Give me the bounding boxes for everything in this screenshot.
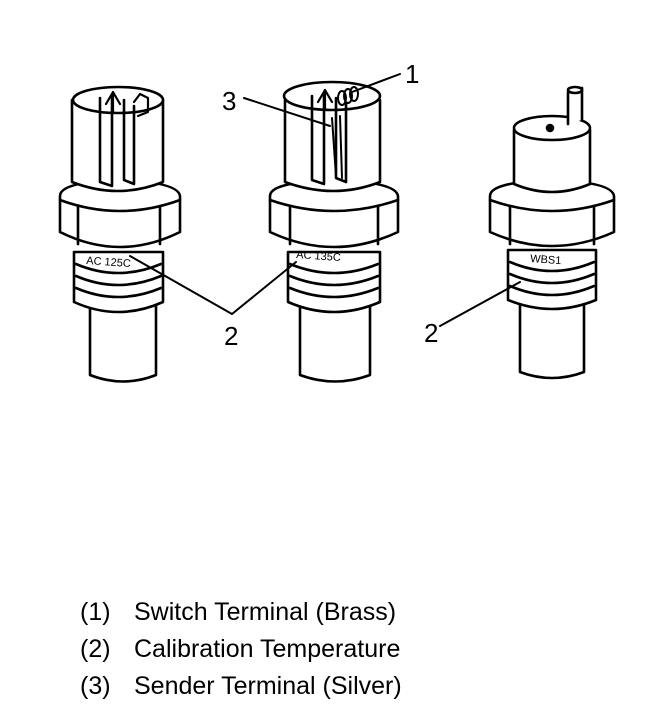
right-stamp: WBS1 <box>530 253 562 267</box>
legend: (1) Switch Terminal (Brass) (2) Calibratio… <box>80 594 402 705</box>
left-sensor: AC 125C <box>58 85 182 383</box>
leader-2-right <box>439 281 521 327</box>
leader-3 <box>243 97 331 127</box>
sensor-diagram: AC 125C AC 135C <box>58 59 616 383</box>
middle-stamp: AC 135C <box>296 249 341 264</box>
leader-2-left <box>129 255 233 315</box>
middle-sensor: AC 135C <box>268 80 400 383</box>
callout-1: 1 <box>405 59 419 89</box>
legend-text: Switch Terminal (Brass) <box>134 598 397 626</box>
leader-2-middle <box>231 261 297 315</box>
callout-3: 3 <box>222 86 236 116</box>
callout-2-center: 2 <box>224 321 238 351</box>
left-stamp: AC 125C <box>86 255 131 270</box>
legend-text: Calibration Temperature <box>134 635 401 663</box>
legend-item: (3) Sender Terminal (Silver) <box>80 668 402 705</box>
right-sensor: WBS1 <box>488 85 616 380</box>
leader-1 <box>351 73 401 93</box>
callout-2-right: 2 <box>424 318 438 348</box>
legend-number: (2) <box>80 635 111 663</box>
legend-item: (2) Calibration Temperature <box>80 631 402 668</box>
legend-number: (1) <box>80 598 111 626</box>
legend-item: (1) Switch Terminal (Brass) <box>80 594 402 631</box>
legend-number: (3) <box>80 672 111 700</box>
legend-text: Sender Terminal (Silver) <box>134 672 402 700</box>
leader-lines <box>129 73 521 327</box>
